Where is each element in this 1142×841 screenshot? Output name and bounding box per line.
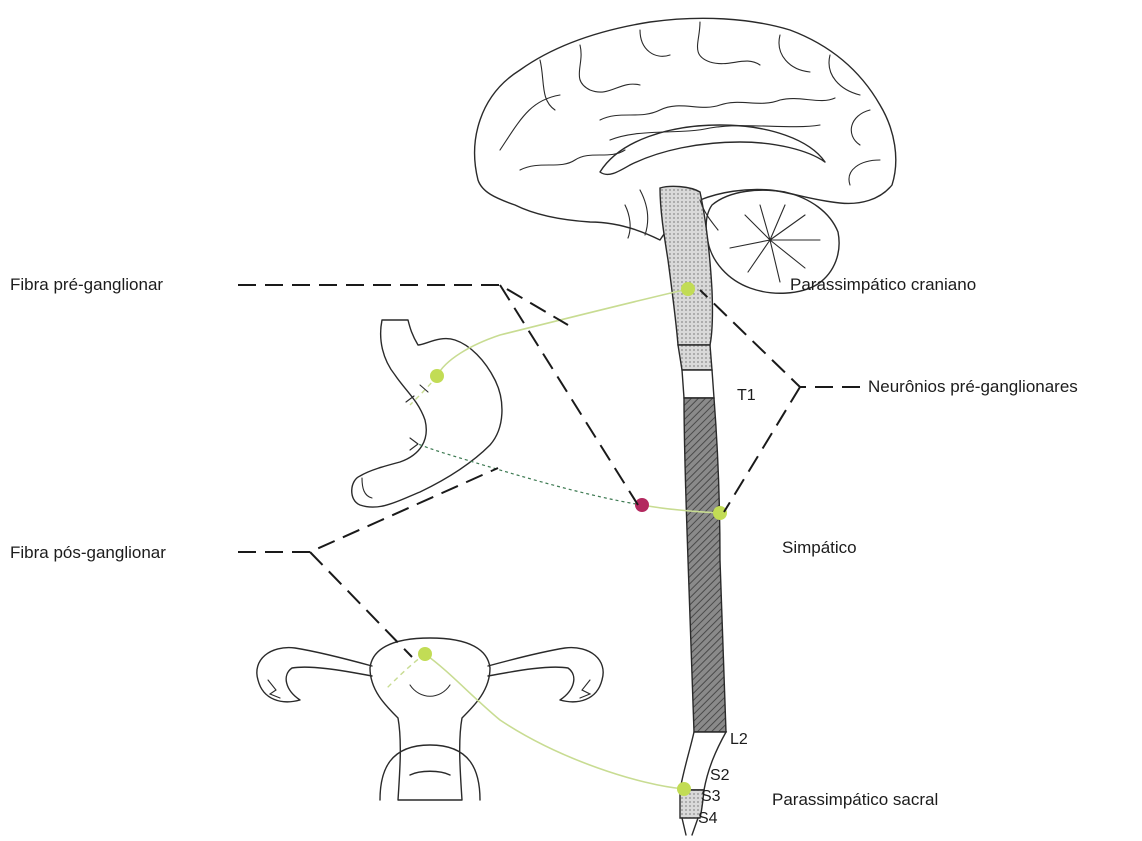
- sacral-postganglionic-fiber: [385, 654, 425, 690]
- sympathetic-label: Simpático: [782, 538, 857, 557]
- segment-t1-label: T1: [737, 387, 756, 404]
- nerve-fibers: [385, 289, 720, 789]
- pelvic-ganglion: [418, 647, 432, 661]
- brain: [475, 18, 896, 345]
- fimbriae: [268, 680, 590, 698]
- stomach: [352, 320, 502, 507]
- uterus: [257, 638, 603, 800]
- sympathetic-neuron-body: [713, 506, 727, 520]
- upper-cord-white: [682, 370, 714, 398]
- stomach-ganglion: [430, 369, 444, 383]
- thoracolumbar-segment: [684, 398, 726, 732]
- stomach-inner: [362, 478, 372, 498]
- corpus-callosum: [600, 125, 825, 174]
- uterine-cavity: [410, 685, 450, 696]
- pre-neurons-leader: [700, 290, 860, 512]
- post-fiber-label: Fibra pós-ganglionar: [10, 543, 166, 562]
- cranial-preganglionic-fiber: [437, 289, 688, 376]
- segment-s4-label: S4: [698, 810, 718, 827]
- pre-fiber-label: Fibra pré-ganglionar: [10, 275, 163, 294]
- segment-s3-label: S3: [701, 788, 721, 805]
- spinal-cord: [678, 345, 726, 835]
- uterine-tube-right: [488, 648, 603, 702]
- uterus-body: [370, 638, 490, 800]
- filum-terminale: [682, 818, 698, 835]
- stomach-terminal-branch: [410, 438, 418, 450]
- cervix-vagina: [380, 745, 480, 800]
- parasym-cranial-label: Parassimpático craniano: [790, 275, 976, 294]
- pre-neurons-label: Neurônios pré-ganglionares: [868, 377, 1078, 396]
- pre-fiber-leader: [238, 285, 638, 505]
- uterine-tube-left: [257, 648, 372, 702]
- cervical-segment: [678, 345, 712, 370]
- cranial-neuron-body: [681, 282, 695, 296]
- segment-s2-label: S2: [710, 767, 730, 784]
- segment-l2-label: L2: [730, 731, 748, 748]
- sacral-neuron-body: [677, 782, 691, 796]
- cerebellum-folia: [730, 205, 820, 282]
- sacral-preganglionic-fiber: [425, 654, 684, 789]
- parasym-sacral-label: Parassimpático sacral: [772, 790, 938, 809]
- leader-lines: [238, 285, 860, 657]
